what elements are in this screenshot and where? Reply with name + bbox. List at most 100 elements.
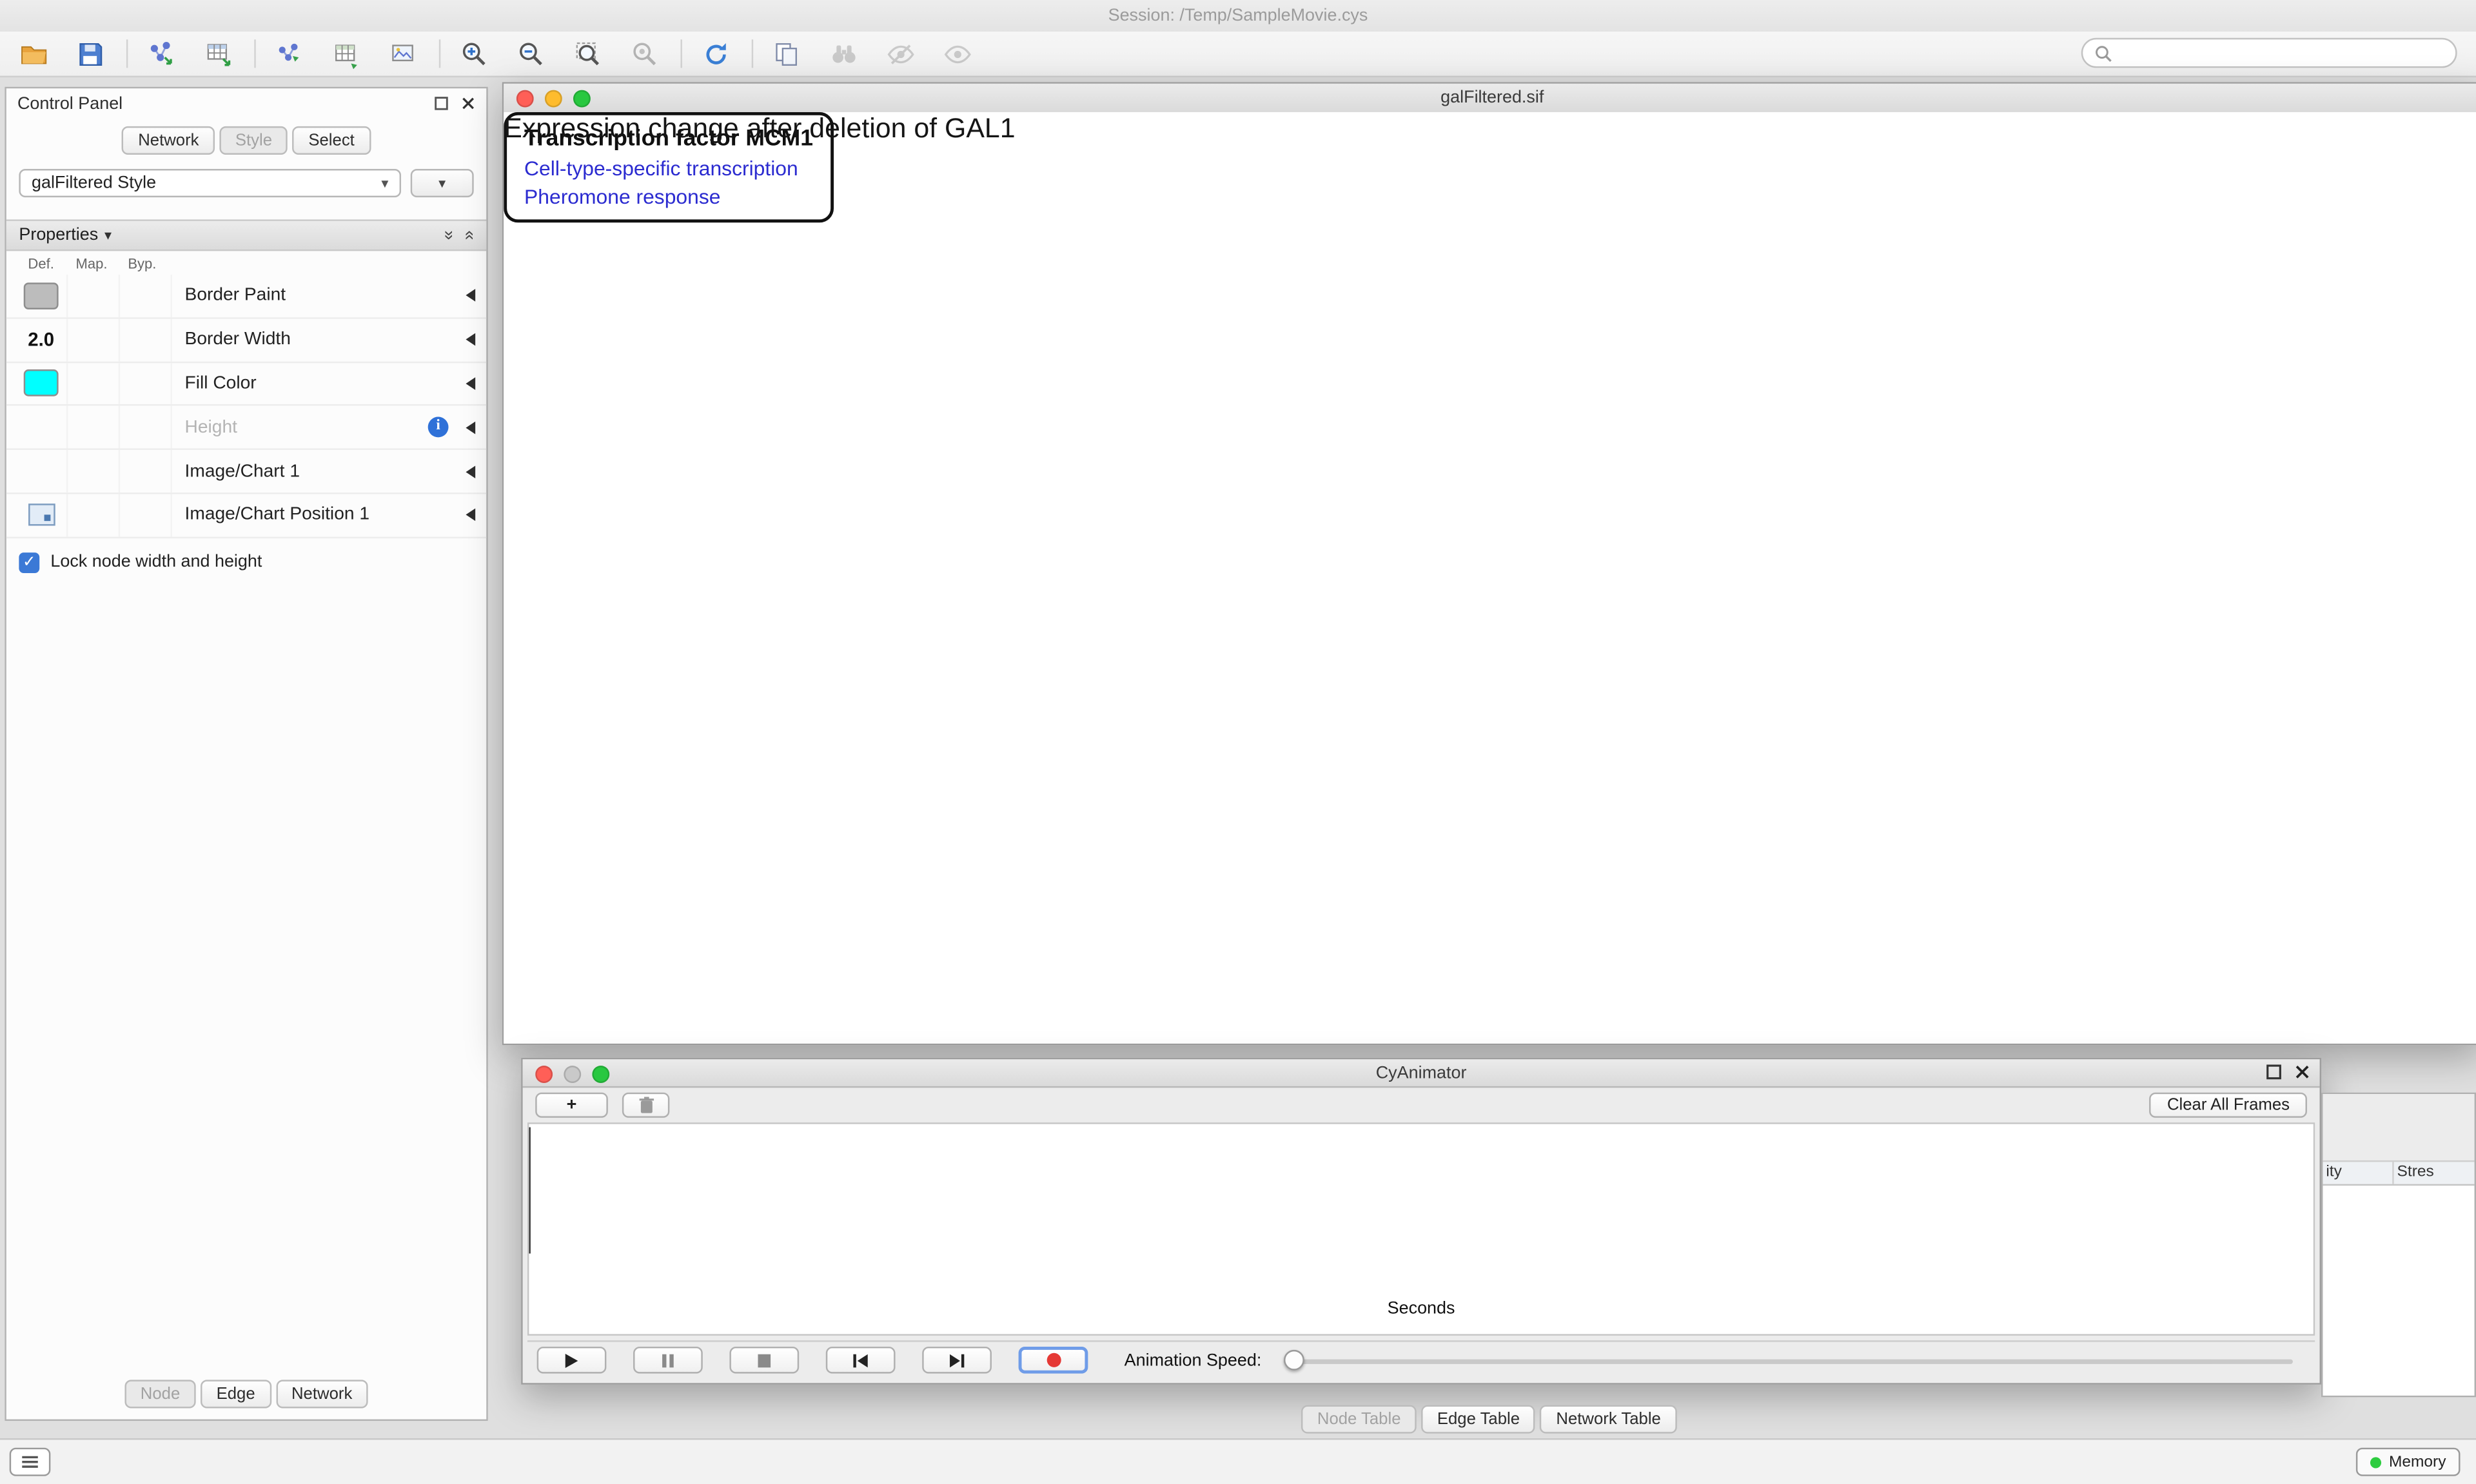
default-value-cell[interactable] [15, 494, 68, 537]
float-window-icon[interactable] [2266, 1064, 2281, 1080]
mapping-cell[interactable] [68, 362, 121, 405]
expand-all-icon[interactable]: » [438, 230, 458, 240]
position-icon[interactable] [27, 504, 55, 527]
tab-style[interactable]: Style [219, 126, 288, 155]
export-network-button[interactable] [268, 35, 311, 73]
default-value-cell[interactable]: 2.0 [15, 318, 68, 361]
search-network-button[interactable] [823, 35, 865, 73]
mapping-cell[interactable] [68, 318, 121, 361]
zoom-window-button[interactable] [573, 90, 591, 108]
play-button[interactable] [536, 1346, 607, 1374]
playhead[interactable] [529, 1127, 531, 1254]
search-input[interactable] [2120, 41, 2445, 64]
add-frame-button[interactable]: + [535, 1092, 608, 1118]
tab-network[interactable]: Network [122, 126, 215, 155]
import-network-button[interactable] [141, 35, 183, 73]
zoom-selected-button[interactable] [624, 35, 666, 73]
bypass-cell[interactable] [120, 406, 172, 449]
global-search-box[interactable] [2081, 37, 2457, 68]
open-session-button[interactable] [13, 35, 55, 73]
default-value-cell[interactable] [15, 406, 68, 449]
mapping-cell[interactable] [68, 275, 121, 317]
annotation-link[interactable]: Cell-type-specific transcription [524, 156, 798, 181]
bypass-cell[interactable] [120, 362, 172, 405]
property-row-image-chart-1[interactable]: Image/Chart 1 [6, 450, 487, 494]
bypass-cell[interactable] [120, 450, 172, 493]
default-value-cell[interactable] [15, 362, 68, 405]
style-dropdown[interactable]: galFiltered Style ▾ [19, 169, 402, 198]
mapping-cell[interactable] [68, 494, 121, 537]
collapse-arrow-icon[interactable] [466, 377, 476, 390]
show-panels-button[interactable] [9, 1447, 51, 1476]
tab-edge-table[interactable]: Edge Table [1421, 1405, 1536, 1434]
save-session-button[interactable] [70, 35, 112, 73]
minimize-window-button[interactable] [544, 90, 562, 108]
collapse-all-icon[interactable]: » [459, 230, 478, 240]
tab-edge-style[interactable]: Edge [201, 1380, 271, 1409]
tab-select[interactable]: Select [292, 126, 371, 155]
property-row-border-paint[interactable]: Border Paint [6, 275, 487, 319]
property-row-fill-color[interactable]: Fill Color [6, 362, 487, 407]
color-swatch[interactable] [23, 282, 59, 309]
network-canvas[interactable]: Transcription factor MCM1 Cell-type-spec… [504, 112, 2476, 1044]
column-header[interactable]: ity [2323, 1162, 2394, 1184]
zoom-fit-button[interactable] [567, 35, 609, 73]
import-table-button[interactable] [197, 35, 240, 73]
collapse-arrow-icon[interactable] [466, 421, 476, 434]
tab-network-style[interactable]: Network [275, 1380, 368, 1409]
stop-button[interactable] [729, 1346, 800, 1374]
zoom-out-button[interactable] [510, 35, 553, 73]
hide-selected-button[interactable] [879, 35, 922, 73]
go-to-start-button[interactable] [825, 1346, 896, 1374]
timeline[interactable]: Seconds [527, 1122, 2315, 1336]
collapse-arrow-icon[interactable] [466, 509, 476, 522]
annotation-link[interactable]: Pheromone response [524, 184, 721, 209]
pause-button[interactable] [633, 1346, 703, 1374]
zoom-window-button[interactable] [592, 1066, 610, 1084]
collapse-arrow-icon[interactable] [466, 289, 476, 302]
tab-network-table[interactable]: Network Table [1540, 1405, 1677, 1434]
annotation-box[interactable]: Transcription factor MCM1 Cell-type-spec… [504, 112, 834, 223]
color-swatch[interactable] [23, 370, 59, 397]
lock-size-checkbox[interactable]: ✓ [19, 552, 40, 573]
collapse-arrow-icon[interactable] [466, 333, 476, 346]
mapping-cell[interactable] [68, 406, 121, 449]
network-caption[interactable]: Expression change after deletion of GAL1 [504, 112, 1016, 144]
apply-layout-button[interactable] [695, 35, 738, 73]
float-window-icon[interactable] [434, 96, 448, 110]
show-all-button[interactable] [936, 35, 979, 73]
close-window-button[interactable] [535, 1066, 553, 1084]
record-button[interactable] [1018, 1346, 1088, 1374]
property-row-image-chart-position-1[interactable]: Image/Chart Position 1 [6, 494, 487, 538]
bypass-cell[interactable] [120, 494, 172, 537]
close-icon[interactable] [2294, 1064, 2310, 1080]
default-value[interactable]: 2.0 [28, 328, 55, 351]
export-table-button[interactable] [325, 35, 368, 73]
default-value-cell[interactable] [15, 450, 68, 493]
export-image-button[interactable] [382, 35, 425, 73]
tab-node-table[interactable]: Node Table [1301, 1405, 1417, 1434]
go-to-end-button[interactable] [922, 1346, 992, 1374]
clear-all-frames-button[interactable]: Clear All Frames [2150, 1092, 2307, 1118]
close-window-button[interactable] [516, 90, 534, 108]
collapse-arrow-icon[interactable] [466, 465, 476, 478]
mapping-cell[interactable] [68, 450, 121, 493]
memory-button[interactable]: Memory [2355, 1447, 2461, 1476]
style-options-button[interactable]: ▾ [410, 169, 474, 198]
minimize-window-button[interactable] [564, 1066, 582, 1084]
cyanimator-titlebar[interactable]: CyAnimator [522, 1059, 2320, 1088]
clone-network-button[interactable] [766, 35, 809, 73]
bypass-cell[interactable] [120, 318, 172, 361]
properties-header[interactable]: Properties ▾ » » [6, 219, 487, 251]
default-value-cell[interactable] [15, 275, 68, 317]
tab-node-style[interactable]: Node [124, 1380, 196, 1409]
animation-speed-slider[interactable] [1283, 1347, 2293, 1372]
bypass-cell[interactable] [120, 275, 172, 317]
close-icon[interactable] [461, 96, 475, 110]
delete-frame-button[interactable] [622, 1092, 670, 1118]
column-header[interactable]: Stres [2397, 1163, 2434, 1181]
network-window-titlebar[interactable]: galFiltered.sif [504, 83, 2476, 114]
zoom-in-button[interactable] [453, 35, 496, 73]
